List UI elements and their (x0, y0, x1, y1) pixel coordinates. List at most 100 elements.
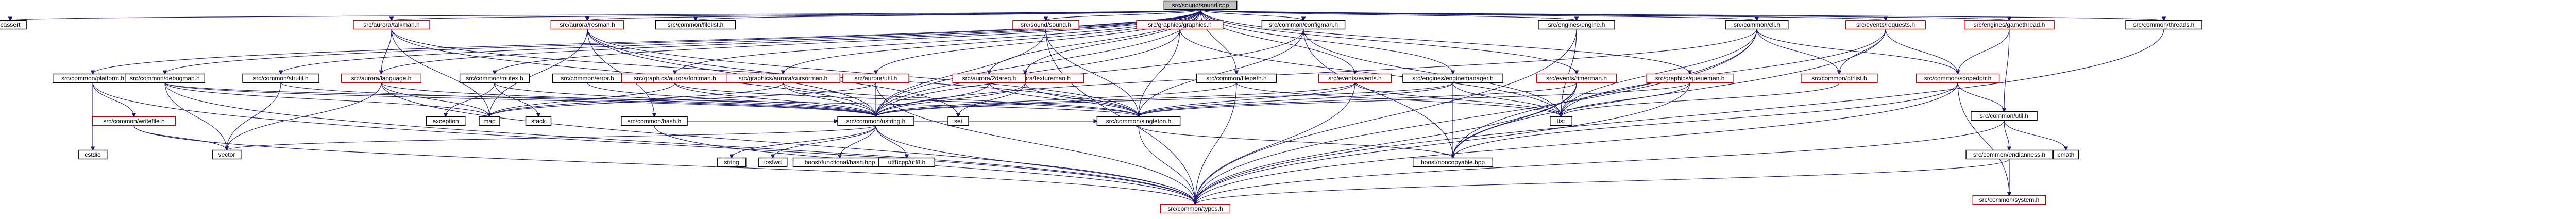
node-sound-sound-h[interactable]: src/sound/sound.h (1012, 20, 1079, 30)
node-label: src/common/error.h (561, 75, 614, 82)
node-box (0, 20, 27, 30)
node-aurora-resman[interactable]: src/aurora/resman.h (550, 20, 624, 30)
node-cstdio: cstdio (78, 149, 108, 160)
node-aurora-language[interactable]: src/aurora/language.h (341, 73, 422, 83)
edge-configman-to-singleton (1139, 29, 1304, 117)
node-label: src/common/singleton.h (1106, 117, 1172, 125)
node-singleton: src/common/singleton.h (1096, 116, 1181, 126)
edge-root-to-aurora-language (381, 9, 1201, 74)
node-types[interactable]: src/common/types.h (1160, 204, 1231, 214)
edge-root-to-enginemanager (1200, 9, 1453, 74)
edge-graphics-fontman-to-map (489, 82, 675, 117)
node-box (1725, 20, 1789, 30)
edge-sound-sound-h-to-ustring (876, 29, 1046, 117)
node-label: src/aurora/util.h (855, 75, 897, 82)
edge-engines-gamethread-to-common-util (2004, 29, 2010, 112)
node-aurora-util[interactable]: src/aurora/util.h (842, 73, 909, 83)
node-ptrlist[interactable]: src/common/ptrlist.h (1801, 73, 1878, 83)
node-box (717, 157, 747, 167)
node-label: src/aurora/2dareg.h (962, 75, 1016, 82)
edge-events-requests-to-scopedptr (1885, 29, 1958, 74)
node-iosfwd: iosfwd (758, 157, 788, 167)
node-cassert: cassert (0, 20, 27, 30)
edge-ustring-to-string (732, 125, 876, 158)
edge-aurora-2dareg-to-singleton (989, 82, 1139, 117)
edge-events-timerman-to-list (1561, 82, 1577, 117)
edge-writefile-to-types (133, 125, 1195, 205)
node-events-timerman[interactable]: src/events/timerman.h (1536, 73, 1617, 83)
node-label: src/common/configman.h (1269, 21, 1338, 28)
node-label: map (483, 117, 496, 125)
node-box (842, 73, 909, 83)
edge-cli-to-scopedptr (1756, 29, 1958, 74)
node-label: src/graphics/graphics.h (1148, 21, 1211, 28)
node-label: src/common/scopedptr.h (1924, 75, 1992, 82)
node-label: stack (531, 117, 546, 125)
edge-aurora-resman-to-hash (587, 29, 654, 117)
node-strutil: src/common/strutil.h (242, 73, 319, 83)
node-label: src/common/strutil.h (253, 75, 308, 82)
node-box (341, 73, 422, 83)
node-events-events[interactable]: src/events/events.h (1318, 73, 1392, 83)
node-box (1160, 204, 1231, 214)
edge-strutil-to-vector (227, 82, 281, 150)
node-vector: vector (212, 149, 242, 160)
node-graphics-queueman[interactable]: src/graphics/queueman.h (1646, 73, 1734, 83)
edge-ustring-to-vector (227, 125, 876, 150)
node-graphics-graphics[interactable]: src/graphics/graphics.h (1136, 20, 1224, 30)
node-label: src/common/platform.h (61, 75, 124, 82)
edge-graphics-textureman-to-set (958, 82, 1026, 117)
node-box (725, 73, 840, 83)
edge-singleton-to-noncopyable (1138, 125, 1453, 158)
node-box (621, 116, 688, 126)
node-box (947, 116, 969, 126)
edge-graphics-graphics-to-singleton (1139, 29, 1180, 117)
edge-engines-gamethread-to-scopedptr (1958, 29, 2010, 74)
node-box (1536, 73, 1617, 83)
node-box (525, 116, 552, 126)
node-scopedptr[interactable]: src/common/scopedptr.h (1916, 73, 2000, 83)
node-events-requests[interactable]: src/events/requests.h (1845, 20, 1926, 30)
edge-common-util-to-cmath (2004, 120, 2066, 150)
node-label: src/graphics/aurora/cursorman.h (739, 75, 828, 82)
node-writefile[interactable]: src/common/writefile.h (92, 116, 176, 126)
edge-root-to-configman (1200, 9, 1303, 21)
node-label: cstdio (84, 151, 101, 158)
node-box (92, 116, 176, 126)
node-aurora-2dareg[interactable]: src/aurora/2dareg.h (952, 73, 1026, 83)
node-label: src/common/hash.h (628, 117, 682, 125)
edge-events-requests-to-list (1561, 29, 1886, 117)
node-box (952, 73, 1026, 83)
edge-root-to-strutil (281, 9, 1201, 74)
edge-root-to-engines-h (1200, 9, 1577, 21)
node-aurora-talkman[interactable]: src/aurora/talkman.h (353, 20, 430, 30)
node-label: iosfwd (764, 159, 782, 166)
edge-root-to-cassert (10, 9, 1201, 21)
node-root: src/sound/sound.cpp (1163, 0, 1238, 10)
node-common-system[interactable]: src/common/system.h (1972, 195, 2046, 205)
node-configman: src/common/configman.h (1261, 20, 1346, 30)
edge-root-to-events-events (1200, 9, 1355, 74)
edge-events-requests-to-ptrlist (1839, 29, 1886, 74)
edge-cli-to-noncopyable (1453, 29, 1757, 158)
edge-configman-to-list (1303, 29, 1561, 117)
node-string: string (717, 157, 747, 167)
node-label: src/common/cli.h (1734, 21, 1780, 28)
node-label: src/common/endianness.h (1973, 151, 2045, 158)
edge-scopedptr-to-common-util (1957, 82, 2004, 112)
edge-singleton-to-types (1138, 125, 1195, 205)
edge-cli-to-types (1195, 29, 1757, 205)
node-box (459, 73, 530, 83)
edge-events-events-to-singleton (1139, 82, 1355, 117)
node-label: src/aurora/talkman.h (363, 21, 419, 28)
edge-platform-to-types (92, 82, 1195, 205)
edge-graphics-cursorman-to-map (489, 82, 784, 117)
node-box (1402, 73, 1503, 83)
node-graphics-cursorman[interactable]: src/graphics/aurora/cursorman.h (725, 73, 840, 83)
node-graphics-fontman[interactable]: src/graphics/aurora/fontman.h (621, 73, 729, 83)
node-box (1196, 73, 1277, 83)
node-box (353, 20, 430, 30)
edge-root-to-debugman (165, 9, 1201, 74)
node-engines-gamethread[interactable]: src/engines/gamethread.h (1964, 20, 2055, 30)
